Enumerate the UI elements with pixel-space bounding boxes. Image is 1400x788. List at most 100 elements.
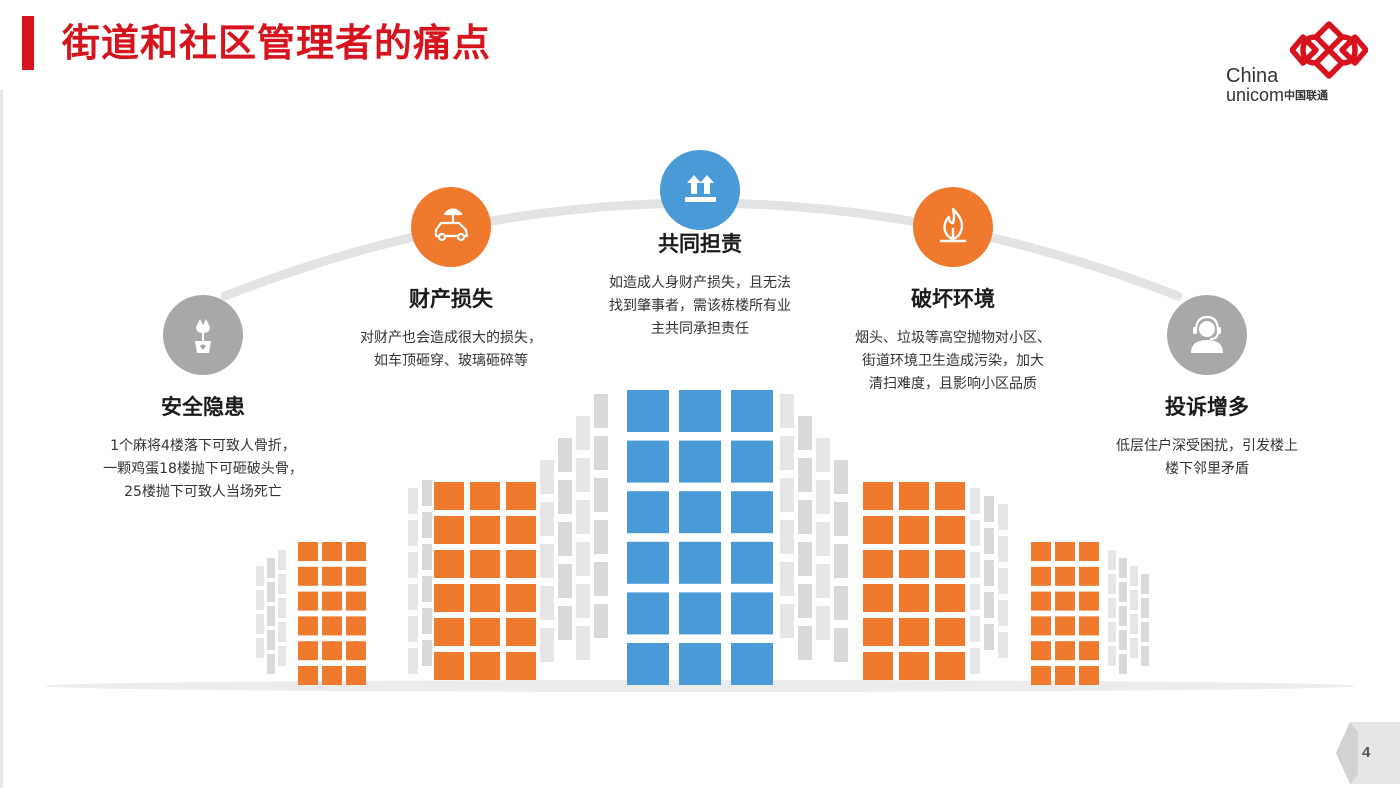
gray-window: [558, 606, 572, 640]
gray-window: [984, 560, 994, 586]
blue-window: [627, 592, 669, 635]
desc-line: 清扫难度，且影响小区品质: [869, 376, 1037, 392]
blue-window: [679, 592, 721, 635]
blue-window: [731, 491, 773, 534]
orange-window: [506, 516, 536, 544]
item-desc-complaints: 低层住户深受困扰，引发楼上 楼下邻里矛盾: [1077, 435, 1337, 481]
gray-window: [256, 638, 264, 658]
gray-window: [780, 562, 794, 596]
gray-window: [558, 438, 572, 472]
gray-window: [998, 600, 1008, 626]
gray-window: [1141, 598, 1149, 618]
orange-window: [1031, 542, 1051, 561]
orange-window: [470, 652, 500, 680]
orange-window: [1079, 641, 1099, 661]
orange-window: [346, 666, 366, 685]
gray-window: [576, 626, 590, 660]
blue-window: [679, 541, 721, 584]
gray-window: [798, 500, 812, 534]
gray-window: [576, 500, 590, 534]
gray-window: [540, 502, 554, 536]
orange-window: [863, 584, 893, 612]
orange-window: [863, 618, 893, 646]
orange-window: [322, 616, 342, 636]
gray-window: [256, 590, 264, 610]
item-desc-safety-hazard: 1个麻将4楼落下可致人骨折， 一颗鸡蛋18楼抛下可砸破头骨， 25楼抛下可致人当…: [73, 435, 333, 504]
orange-window: [434, 652, 464, 680]
blue-window: [627, 390, 669, 432]
gray-window: [422, 512, 432, 538]
orange-window: [899, 584, 929, 612]
gray-window: [422, 640, 432, 666]
gray-window: [798, 458, 812, 492]
joint-liability-icon-circle: [660, 150, 740, 230]
gray-window: [834, 460, 848, 494]
safety-hazard-icon-circle: [163, 295, 243, 375]
china-unicom-logo: China unicom中国联通: [1222, 18, 1372, 108]
gray-window: [780, 478, 794, 512]
blue-window: [627, 643, 669, 685]
orange-window: [935, 482, 965, 510]
gray-window: [1130, 566, 1138, 586]
complaints-icon-circle: [1167, 295, 1247, 375]
gray-window: [970, 648, 980, 674]
gray-window: [1130, 638, 1138, 658]
gray-window: [998, 632, 1008, 658]
orange-window: [322, 566, 342, 586]
orange-window: [470, 482, 500, 510]
item-title-complaints: 投诉增多: [1165, 395, 1249, 419]
desc-line: 烟头、垃圾等高空抛物对小区、: [855, 330, 1051, 346]
gray-window: [278, 574, 286, 594]
blue-window: [627, 440, 669, 483]
orange-window: [1031, 566, 1051, 586]
orange-window: [863, 516, 893, 544]
desc-line: 25楼抛下可致人当场死亡: [124, 484, 282, 500]
gray-window: [558, 480, 572, 514]
orange-window: [322, 641, 342, 661]
buildings-illustration: [256, 390, 1149, 685]
orange-window: [322, 542, 342, 561]
blue-window: [731, 541, 773, 584]
gray-window: [970, 488, 980, 514]
gray-window: [256, 614, 264, 634]
blue-window: [731, 440, 773, 483]
orange-window: [298, 542, 318, 561]
orange-window: [470, 550, 500, 578]
page-number-tab: [1336, 722, 1400, 784]
gray-window: [834, 628, 848, 662]
page-title: 街道和社区管理者的痛点: [62, 21, 492, 65]
orange-window: [1055, 641, 1075, 661]
orange-window: [1055, 616, 1075, 636]
gray-window: [834, 502, 848, 536]
gray-window: [594, 436, 608, 470]
orange-window: [1055, 591, 1075, 611]
item-title-environment-damage: 破坏环境: [911, 287, 995, 311]
orange-window: [1031, 591, 1051, 611]
orange-window: [863, 652, 893, 680]
orange-window: [1079, 616, 1099, 636]
gray-window: [594, 394, 608, 428]
blue-window: [731, 592, 773, 635]
gray-window: [798, 626, 812, 660]
gray-window: [576, 416, 590, 450]
orange-window: [1079, 542, 1099, 561]
gray-window: [256, 566, 264, 586]
desc-line: 如造成人身财产损失，且无法: [609, 275, 791, 291]
gray-window: [1108, 574, 1116, 594]
orange-window: [899, 516, 929, 544]
page-number: 4: [1362, 744, 1371, 761]
gray-window: [408, 520, 418, 546]
gray-window: [408, 488, 418, 514]
gray-window: [1108, 646, 1116, 666]
property-loss-icon-circle: [411, 187, 491, 267]
gray-window: [816, 606, 830, 640]
environment-damage-icon-circle: [913, 187, 993, 267]
blue-window: [679, 491, 721, 534]
orange-window: [346, 566, 366, 586]
desc-line: 如车顶砸穿、玻璃砸碎等: [374, 353, 528, 369]
gray-window: [278, 622, 286, 642]
orange-window: [346, 641, 366, 661]
gray-window: [540, 586, 554, 620]
gray-window: [408, 584, 418, 610]
